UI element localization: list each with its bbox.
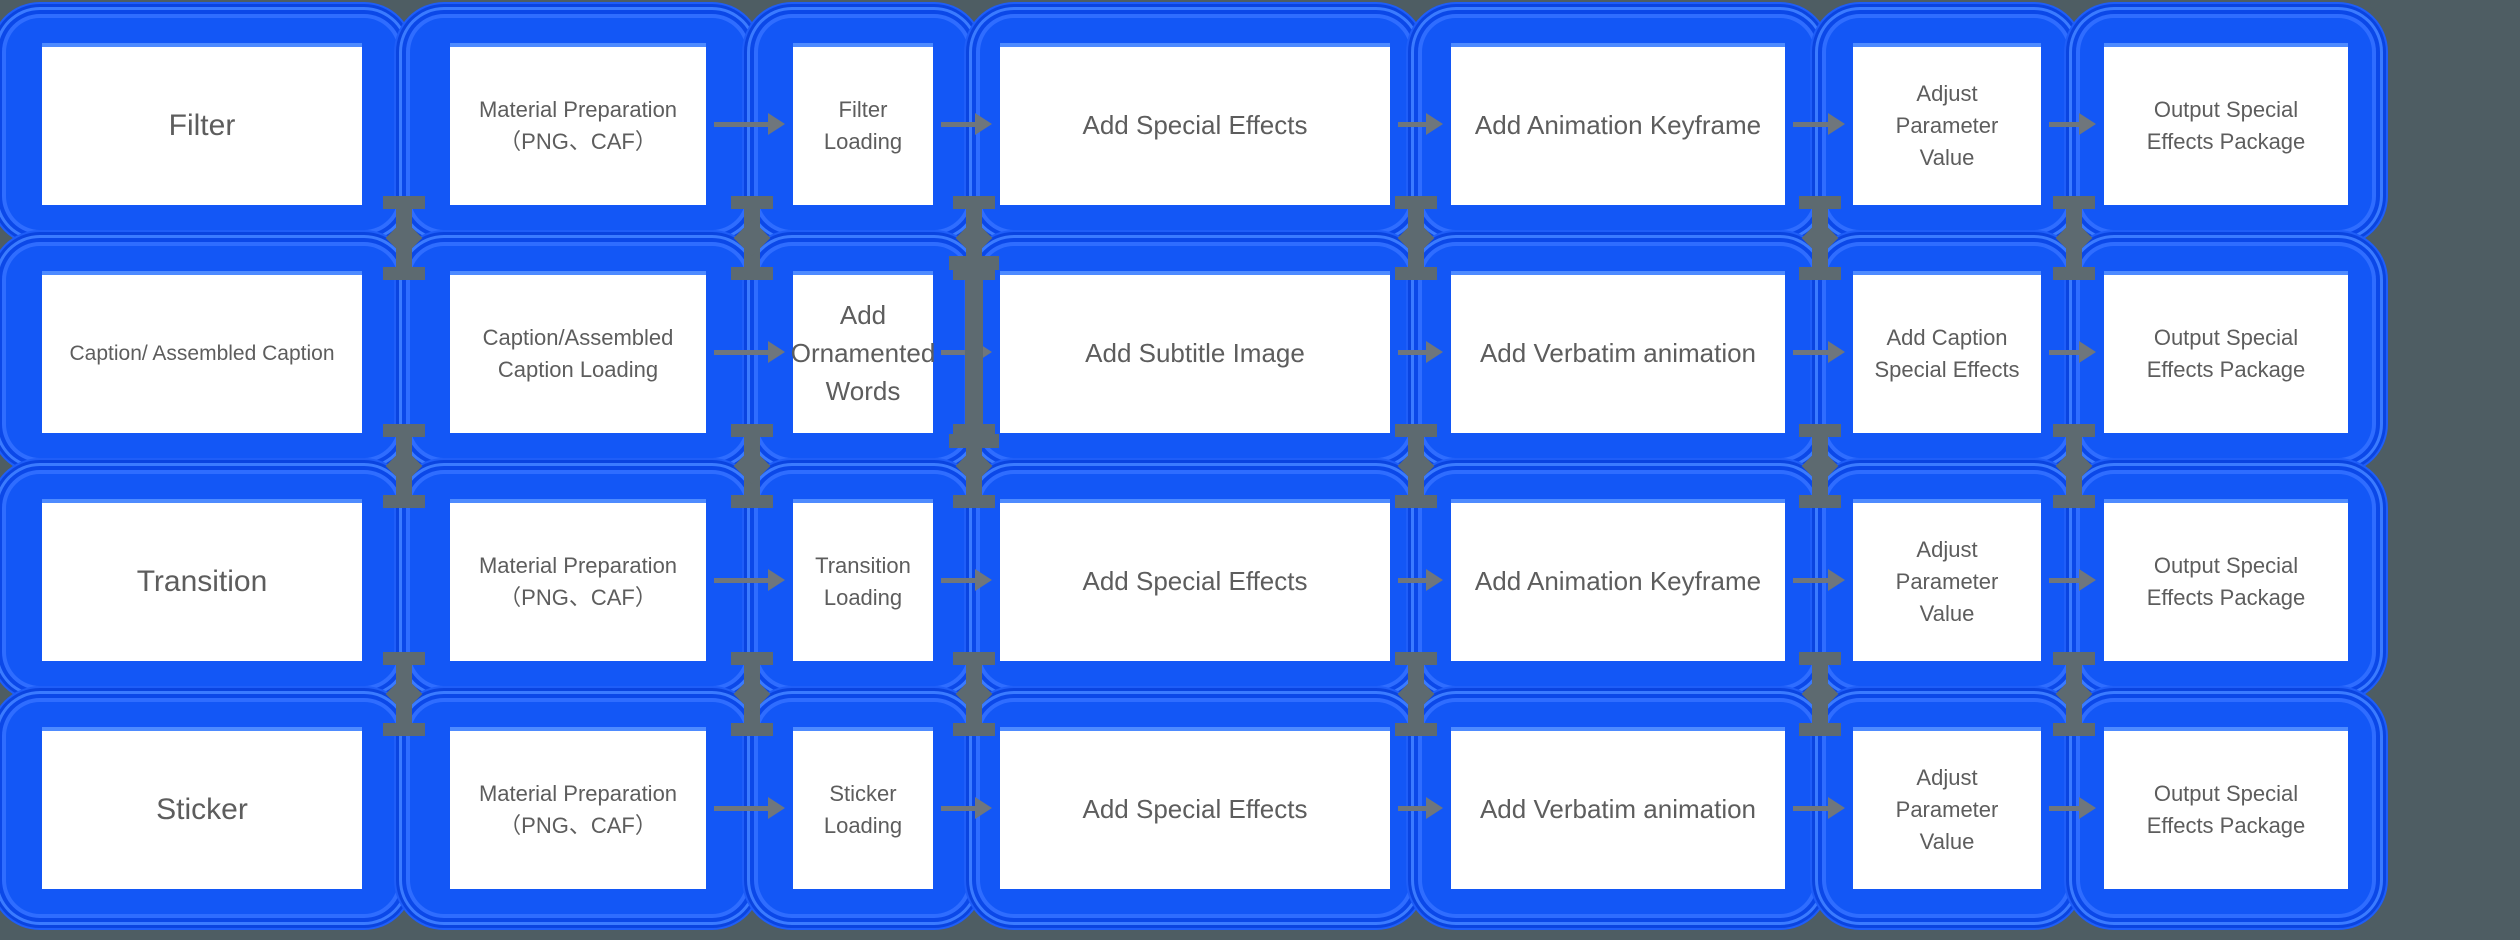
process-node-label: Add Special Effects: [1082, 110, 1308, 141]
process-node[interactable]: Adjust Parameter Value: [1853, 499, 2041, 661]
node-cell: Sticker: [0, 702, 404, 914]
process-node[interactable]: Material Preparation （PNG、CAF）: [450, 727, 706, 889]
process-node-label: Output Special Effects Package: [2146, 553, 2306, 610]
process-node-label: Add Animation Keyframe: [1474, 566, 1762, 597]
process-node-label: Add Verbatim animation: [1479, 338, 1757, 369]
process-node[interactable]: Add Caption Special Effects: [1853, 271, 2041, 433]
process-node[interactable]: Sticker: [42, 727, 362, 889]
lane-transition-lane: Transition Material Preparation （PNG、CAF）…: [0, 474, 2520, 686]
node-cell: Adjust Parameter Value: [1820, 18, 2074, 230]
node-cell: Material Preparation （PNG、CAF）: [404, 474, 752, 686]
node-cell: Add Ornamented Words: [752, 246, 974, 458]
process-node[interactable]: Sticker Loading: [793, 727, 933, 889]
node-cell: Material Preparation （PNG、CAF）: [404, 18, 752, 230]
process-node[interactable]: Transition: [42, 499, 362, 661]
node-cell: Adjust Parameter Value: [1820, 474, 2074, 686]
node-cell: Add Animation Keyframe: [1416, 18, 1820, 230]
process-node-label: Add Special Effects: [1082, 794, 1308, 825]
process-node-label: Output Special Effects Package: [2146, 97, 2306, 154]
node-cell: Caption/Assembled Caption Loading: [404, 246, 752, 458]
node-cell: Add Verbatim animation: [1416, 246, 1820, 458]
process-node-label: Output Special Effects Package: [2146, 325, 2306, 382]
process-node-label: Add Subtitle Image: [1085, 338, 1305, 369]
node-cell: Filter: [0, 18, 404, 230]
node-cell: Material Preparation （PNG、CAF）: [404, 702, 752, 914]
process-node-label: Caption/Assembled Caption Loading: [482, 325, 674, 382]
vertical-double-arrow-icon: [953, 652, 995, 736]
lane-sticker-lane: Sticker Material Preparation （PNG、CAF） Sti…: [0, 702, 2520, 914]
process-node[interactable]: Filter Loading: [793, 43, 933, 205]
node-cell: Output Special Effects Package: [2074, 18, 2378, 230]
process-node[interactable]: Material Preparation （PNG、CAF）: [450, 43, 706, 205]
process-node-label: Caption/ Assembled Caption: [69, 341, 335, 365]
process-node-label: Add Animation Keyframe: [1474, 110, 1762, 141]
node-cell: Output Special Effects Package: [2074, 246, 2378, 458]
vertical-double-arrow-icon: [949, 256, 999, 448]
process-node-label: Add Caption Special Effects: [1874, 325, 2020, 382]
node-cell: Add Animation Keyframe: [1416, 474, 1820, 686]
vertical-double-arrow-icon: [2053, 424, 2095, 508]
process-node[interactable]: Add Ornamented Words: [790, 271, 936, 433]
node-cell: Transition Loading: [752, 474, 974, 686]
process-node-label: Output Special Effects Package: [2146, 781, 2306, 838]
process-node[interactable]: Add Special Effects: [1000, 43, 1390, 205]
process-node-label: Transition: [136, 565, 268, 599]
process-node[interactable]: Adjust Parameter Value: [1853, 727, 2041, 889]
process-node-label: Material Preparation （PNG、CAF）: [478, 781, 678, 838]
process-node-label: Material Preparation （PNG、CAF）: [478, 553, 678, 610]
process-node-label: Transition Loading: [815, 553, 911, 610]
process-node[interactable]: Add Subtitle Image: [1000, 271, 1390, 433]
process-node[interactable]: Caption/Assembled Caption Loading: [450, 271, 706, 433]
vertical-double-arrow-icon: [2053, 196, 2095, 280]
process-node-label: Filter: [168, 109, 236, 143]
node-cell: Add Special Effects: [974, 702, 1416, 914]
process-node-label: Adjust Parameter Value: [1895, 765, 1999, 854]
process-node[interactable]: Add Animation Keyframe: [1451, 499, 1785, 661]
node-cell: Output Special Effects Package: [2074, 702, 2378, 914]
process-node[interactable]: Filter: [42, 43, 362, 205]
process-node-label: Add Special Effects: [1082, 566, 1308, 597]
process-node-label: Sticker: [156, 793, 248, 827]
process-node[interactable]: Add Animation Keyframe: [1451, 43, 1785, 205]
node-cell: Output Special Effects Package: [2074, 474, 2378, 686]
node-cell: Add Special Effects: [974, 18, 1416, 230]
vertical-double-arrow-icon: [731, 424, 773, 508]
process-node[interactable]: Transition Loading: [793, 499, 933, 661]
process-node-label: Add Ornamented Words: [790, 300, 936, 406]
lane-filter-lane: Filter Material Preparation （PNG、CAF） Filt…: [0, 18, 2520, 230]
node-cell: Add Subtitle Image: [974, 246, 1416, 458]
process-node-label: Material Preparation （PNG、CAF）: [478, 97, 678, 154]
node-cell: Add Caption Special Effects: [1820, 246, 2074, 458]
node-cell: Add Verbatim animation: [1416, 702, 1820, 914]
process-node[interactable]: Add Verbatim animation: [1451, 727, 1785, 889]
node-cell: Caption/ Assembled Caption: [0, 246, 404, 458]
process-node-label: Filter Loading: [823, 97, 903, 154]
process-node-label: Adjust Parameter Value: [1895, 81, 1999, 170]
process-node[interactable]: Add Special Effects: [1000, 727, 1390, 889]
process-node[interactable]: Output Special Effects Package: [2104, 499, 2348, 661]
node-cell: Transition: [0, 474, 404, 686]
node-cell: Sticker Loading: [752, 702, 974, 914]
process-node[interactable]: Add Verbatim animation: [1451, 271, 1785, 433]
node-cell: Add Special Effects: [974, 474, 1416, 686]
process-node-label: Sticker Loading: [823, 781, 903, 838]
process-node[interactable]: Output Special Effects Package: [2104, 271, 2348, 433]
process-node-label: Adjust Parameter Value: [1895, 537, 1999, 626]
node-cell: Filter Loading: [752, 18, 974, 230]
process-node[interactable]: Adjust Parameter Value: [1853, 43, 2041, 205]
node-cell: Adjust Parameter Value: [1820, 702, 2074, 914]
process-node-label: Add Verbatim animation: [1479, 794, 1757, 825]
process-node[interactable]: Caption/ Assembled Caption: [42, 271, 362, 433]
process-node[interactable]: Material Preparation （PNG、CAF）: [450, 499, 706, 661]
process-node[interactable]: Output Special Effects Package: [2104, 727, 2348, 889]
process-node[interactable]: Output Special Effects Package: [2104, 43, 2348, 205]
lane-caption-lane: Caption/ Assembled Caption Caption/Assemb…: [0, 246, 2520, 458]
process-node[interactable]: Add Special Effects: [1000, 499, 1390, 661]
